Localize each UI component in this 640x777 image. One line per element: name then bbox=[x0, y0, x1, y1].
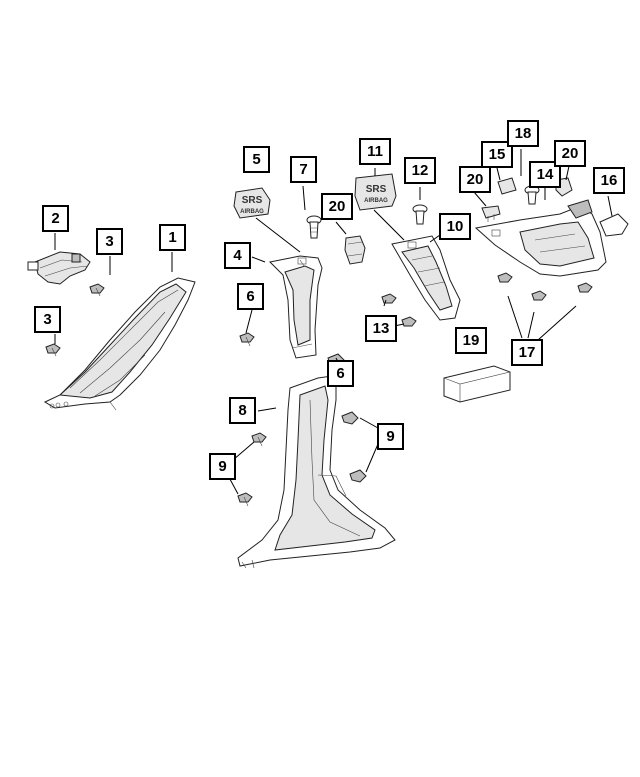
callout-14: 14 bbox=[529, 161, 561, 188]
callout-6a-label: 6 bbox=[246, 288, 254, 305]
pad-15 bbox=[497, 177, 517, 195]
callout-4: 4 bbox=[224, 242, 251, 269]
upper-b-pillar-trim bbox=[268, 255, 323, 359]
callout-3b: 3 bbox=[34, 306, 61, 333]
srs-badge-11: SRS AIRBAG bbox=[354, 173, 397, 211]
clip-3b bbox=[45, 343, 61, 357]
clip-17b bbox=[531, 290, 547, 301]
foam-block-19 bbox=[443, 365, 511, 403]
callout-9b: 9 bbox=[209, 453, 236, 480]
callout-5: 5 bbox=[243, 146, 270, 173]
callout-7: 7 bbox=[290, 156, 317, 183]
callout-3a: 3 bbox=[96, 228, 123, 255]
callout-10-label: 10 bbox=[447, 218, 464, 235]
callout-13-label: 13 bbox=[373, 320, 390, 337]
clip-3a bbox=[89, 283, 105, 297]
callout-2: 2 bbox=[42, 205, 69, 232]
clip-13a bbox=[381, 293, 397, 304]
callout-5-label: 5 bbox=[252, 151, 260, 168]
callout-6b: 6 bbox=[327, 360, 354, 387]
callout-9a-label: 9 bbox=[386, 428, 394, 445]
srs-badge-5: SRS AIRBAG bbox=[233, 187, 271, 219]
callout-16: 16 bbox=[593, 167, 625, 194]
callout-1-label: 1 bbox=[168, 229, 176, 246]
callout-18-label: 18 bbox=[515, 125, 532, 142]
callout-1: 1 bbox=[159, 224, 186, 251]
callout-13: 13 bbox=[365, 315, 397, 342]
callout-19-label: 19 bbox=[463, 332, 480, 349]
callout-3b-label: 3 bbox=[43, 311, 51, 328]
callout-11-label: 11 bbox=[367, 143, 383, 160]
clip-9d bbox=[237, 492, 253, 507]
callout-11: 11 bbox=[359, 138, 391, 165]
clip-9a bbox=[341, 411, 359, 425]
callout-15: 15 bbox=[481, 141, 513, 168]
callout-12-label: 12 bbox=[412, 162, 429, 179]
srs-badge-bottom-text: AIRBAG bbox=[240, 209, 264, 215]
retainer-20a bbox=[344, 235, 366, 265]
lower-b-pillar-trim bbox=[237, 375, 396, 569]
clip-9b bbox=[251, 432, 267, 447]
callout-17-label: 17 bbox=[519, 344, 536, 361]
callout-14-label: 14 bbox=[537, 166, 554, 183]
srs-badge-top-text: SRS bbox=[242, 195, 263, 206]
srs-badge-11-top-text: SRS bbox=[366, 184, 387, 195]
clip-9c bbox=[349, 469, 367, 483]
clip-17c bbox=[577, 282, 593, 293]
push-pin-14 bbox=[524, 185, 540, 205]
push-pin-7 bbox=[306, 215, 322, 239]
callout-9a: 9 bbox=[377, 423, 404, 450]
trim-panel-10 bbox=[391, 235, 461, 321]
callout-20b: 20 bbox=[459, 166, 491, 193]
callout-20a-label: 20 bbox=[329, 198, 346, 215]
leader-lines bbox=[54, 149, 613, 495]
clip-17a bbox=[497, 272, 513, 283]
retainer-20b bbox=[481, 205, 501, 222]
callout-7-label: 7 bbox=[299, 161, 307, 178]
callout-2-label: 2 bbox=[51, 210, 59, 227]
callout-12: 12 bbox=[404, 157, 436, 184]
callout-15-label: 15 bbox=[489, 146, 506, 163]
cover-16 bbox=[599, 213, 629, 237]
callout-19: 19 bbox=[455, 327, 487, 354]
callout-20b-label: 20 bbox=[467, 171, 484, 188]
srs-badge-11-bottom-text: AIRBAG bbox=[364, 198, 388, 204]
callout-6b-label: 6 bbox=[336, 365, 344, 382]
callout-20c-label: 20 bbox=[562, 145, 579, 162]
callout-20c: 20 bbox=[554, 140, 586, 167]
callout-20a: 20 bbox=[321, 193, 353, 220]
callout-8: 8 bbox=[229, 397, 256, 424]
callout-10: 10 bbox=[439, 213, 471, 240]
callout-4-label: 4 bbox=[233, 247, 242, 264]
callout-8-label: 8 bbox=[238, 402, 246, 419]
a-pillar-trim bbox=[43, 277, 196, 411]
callout-3a-label: 3 bbox=[105, 233, 113, 250]
quarter-trim-panel bbox=[474, 199, 607, 277]
callout-18: 18 bbox=[507, 120, 539, 147]
sensor-module bbox=[27, 251, 91, 285]
clip-6a bbox=[239, 332, 255, 347]
callout-17: 17 bbox=[511, 339, 543, 366]
callout-6a: 6 bbox=[237, 283, 264, 310]
callout-9b-label: 9 bbox=[218, 458, 226, 475]
clip-13b bbox=[401, 316, 417, 327]
callout-16-label: 16 bbox=[601, 172, 618, 189]
push-pin-12 bbox=[412, 204, 428, 225]
